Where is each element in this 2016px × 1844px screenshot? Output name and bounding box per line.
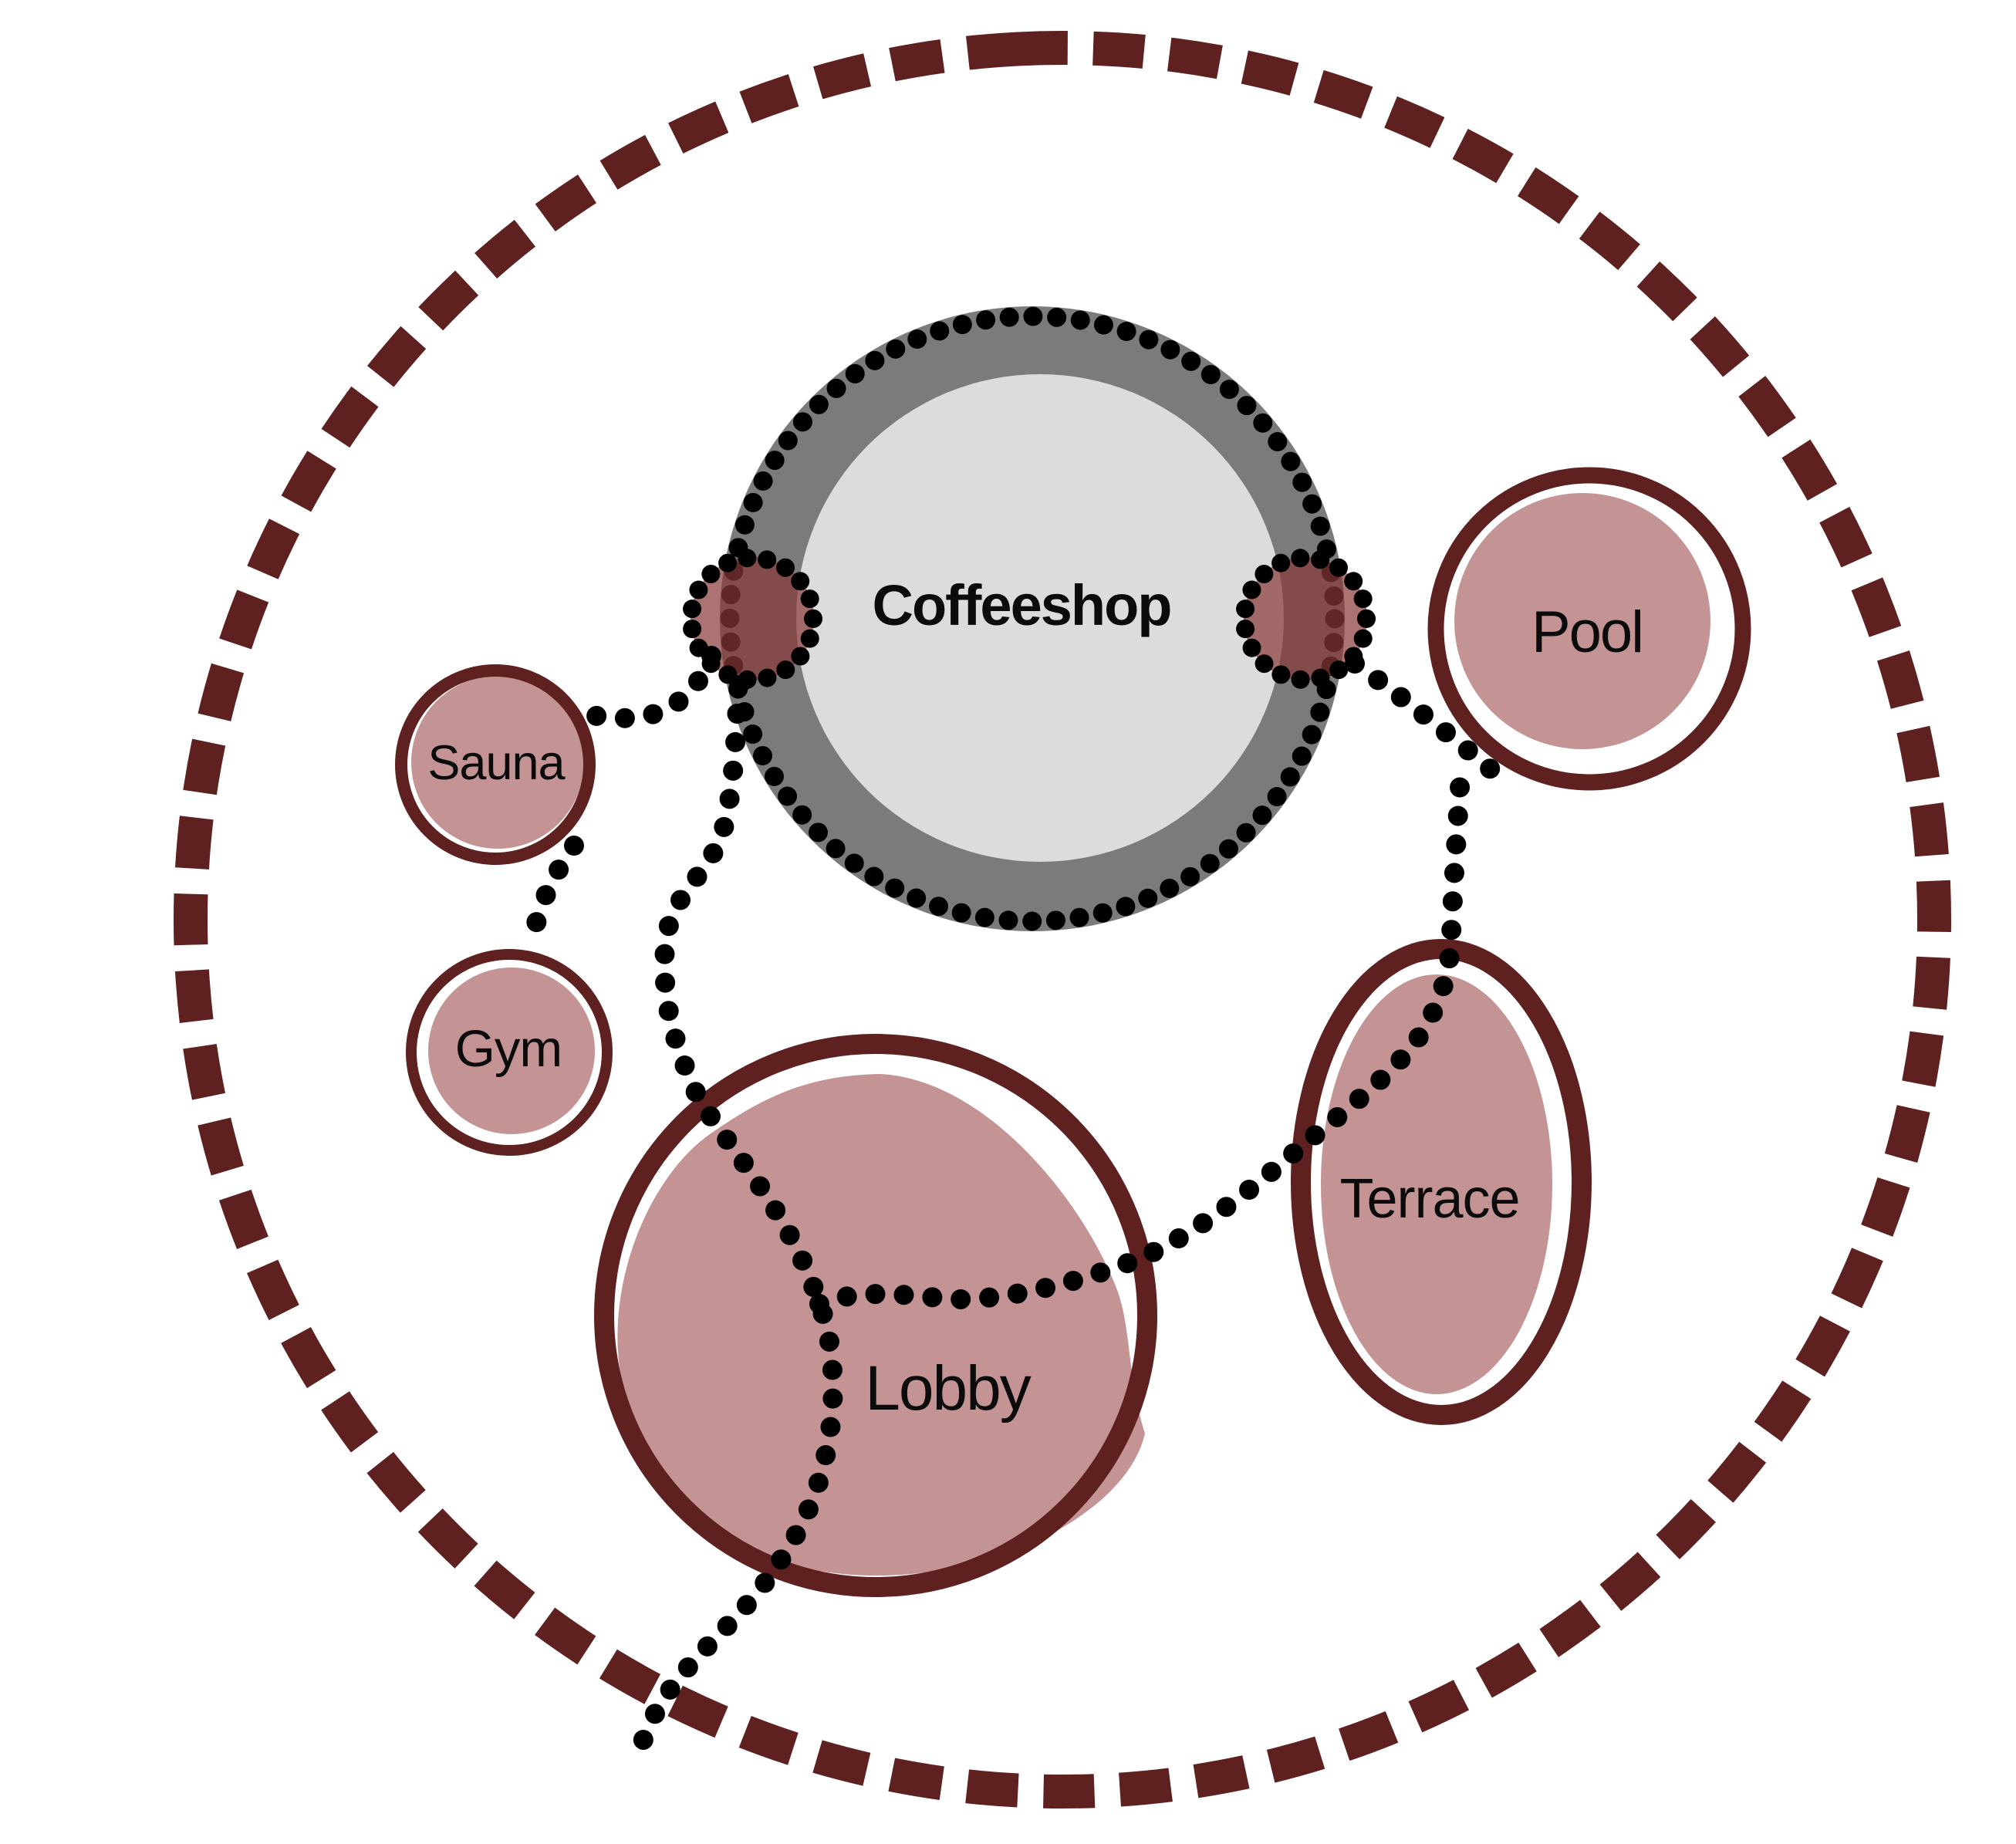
coffeeshop-node <box>720 306 1345 931</box>
lobby-label: Lobby <box>865 1353 1031 1424</box>
right-door-connector-fill <box>1244 557 1367 681</box>
pool-fill <box>1454 493 1710 749</box>
lobby-node <box>594 1034 1157 1597</box>
gym-node <box>406 949 613 1156</box>
gym-ring <box>406 949 613 1156</box>
lobby-fill-blob <box>617 1074 1145 1576</box>
coffeeshop-inner-fill <box>796 374 1284 862</box>
sauna-fill <box>411 676 584 849</box>
coffeeshop-label: Coffeeshop <box>873 573 1171 637</box>
gym-fill <box>428 968 595 1134</box>
sauna-ring <box>395 664 596 865</box>
path-lobby-terrace-pool <box>809 765 1471 1314</box>
left-door-connector-dotted-border <box>682 549 822 689</box>
left-door-connector-fill <box>691 557 814 681</box>
right-door-connector <box>1235 549 1376 689</box>
terrace-ring <box>1291 939 1592 1425</box>
lobby-ring <box>594 1034 1157 1597</box>
sauna-label: Sauna <box>427 736 566 790</box>
path-connector-to-sauna <box>583 646 721 728</box>
sauna-node <box>393 662 598 867</box>
path-sauna-to-gym <box>521 836 584 956</box>
pool-ring <box>1427 467 1751 791</box>
gym-label: Gym <box>455 1020 562 1078</box>
pool-node <box>1427 467 1751 791</box>
terrace-label: Terrace <box>1339 1168 1519 1230</box>
right-door-connector-dotted-border <box>1235 549 1376 689</box>
site-boundary-dashed-circle <box>173 30 1951 1809</box>
path-connector-through-lobby-to-boundary <box>628 675 843 1771</box>
path-connector-to-pool <box>1345 654 1505 783</box>
left-door-connector <box>682 549 822 689</box>
pool-label: Pool <box>1531 599 1643 665</box>
